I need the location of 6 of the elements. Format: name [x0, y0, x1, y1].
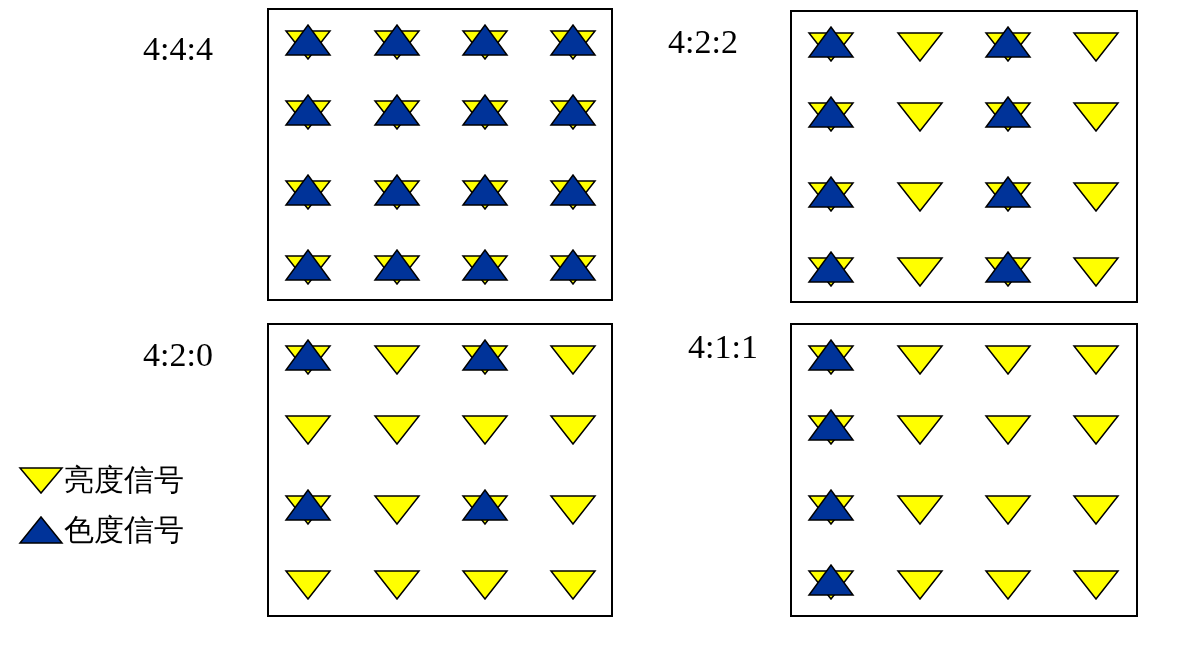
panel-heading: 4:1:1	[688, 328, 758, 366]
legend-text: 色度信号	[64, 512, 184, 548]
panel-heading: 4:2:0	[143, 336, 213, 374]
panel-heading: 4:4:4	[143, 30, 213, 68]
panel-heading: 4:2:2	[668, 23, 738, 61]
legend-text: 亮度信号	[64, 462, 184, 498]
